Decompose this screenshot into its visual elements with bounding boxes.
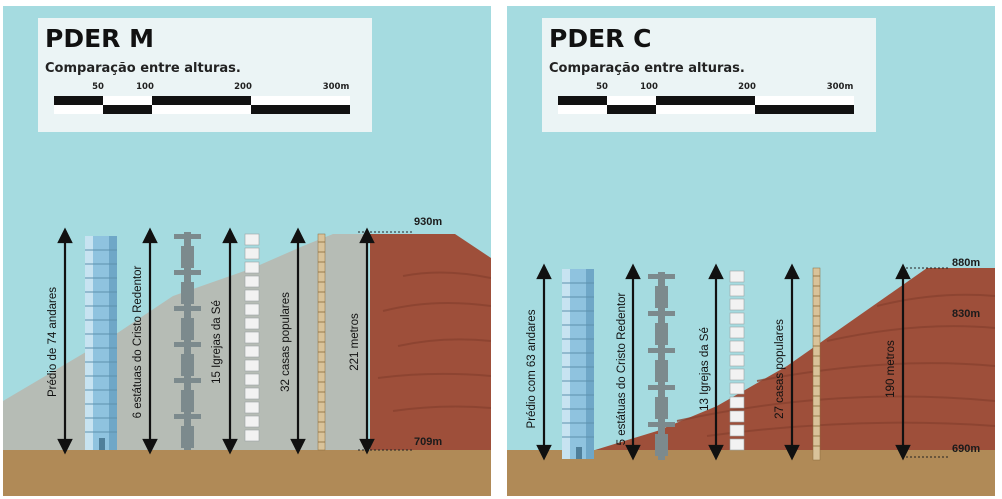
arrows-c	[536, 263, 911, 461]
churches-label: 15 Igrejas da Sé	[211, 300, 223, 384]
altitude-top-label: 930m	[414, 216, 443, 228]
panel-subtitle: Comparação entre alturas.	[549, 61, 745, 76]
panel-subtitle: Comparação entre alturas.	[45, 61, 241, 76]
scale-tick: 200	[234, 82, 252, 92]
meters-label: 190 metros	[885, 340, 897, 398]
meters-label: 221 metros	[349, 313, 361, 371]
house-stack-lines	[813, 275, 820, 447]
christ-statue-stack-icon	[174, 232, 201, 450]
building-icon	[562, 269, 594, 459]
brown-rock	[370, 234, 491, 450]
houses-label: 32 casas populares	[280, 292, 292, 392]
title-box: PDER M Comparação entre alturas. 50 100 …	[38, 18, 372, 132]
scale-tick: 50	[92, 82, 104, 92]
scale-tick: 300m	[322, 82, 350, 92]
scale-bar: 50 100 200 300m	[558, 82, 854, 126]
christ-label: 6 estátuas do Cristo Redentor	[132, 265, 144, 419]
panel-title: PDER M	[45, 24, 154, 53]
slope-strata	[676, 293, 995, 437]
houses-label: 27 casas populares	[774, 319, 786, 419]
church-stack-icon	[729, 270, 745, 451]
rock-strata	[377, 271, 491, 412]
scale-tick: 300m	[826, 82, 854, 92]
panel-title: PDER C	[549, 24, 652, 53]
building-icon	[85, 236, 117, 450]
scene-m	[3, 227, 491, 496]
brown-slope	[595, 268, 995, 450]
scale-bar: 50 100 200 300m	[54, 82, 350, 126]
scale-tick: 50	[596, 82, 608, 92]
ground	[3, 450, 491, 496]
scale-tick: 200	[738, 82, 756, 92]
arrows-m	[57, 227, 375, 455]
altitude-bottom-label: 690m	[952, 443, 981, 455]
title-box: PDER C Comparação entre alturas. 50 100 …	[542, 18, 876, 132]
scene-c	[507, 263, 995, 496]
building-label: Prédio com 63 andares	[526, 309, 538, 429]
building-label: Prédio de 74 andares	[47, 287, 59, 397]
scale-tick: 100	[640, 82, 658, 92]
christ-label: 5 estátuas do Cristo Redentor	[616, 292, 628, 446]
panel-pder-c: PDER C Comparação entre alturas. 50 100 …	[507, 6, 995, 496]
churches-label: 13 Igrejas da Sé	[699, 327, 711, 411]
altitude-bottom-label: 709m	[414, 436, 443, 448]
christ-statue-stack-icon	[648, 272, 675, 460]
altitude-top-label: 880m	[952, 257, 981, 269]
house-stack-icon	[812, 267, 821, 461]
scale-tick: 100	[136, 82, 154, 92]
panel-pder-m: PDER M Comparação entre alturas. 50 100 …	[3, 6, 491, 496]
church-stack-icon	[244, 233, 260, 442]
altitude-mid-label: 830m	[952, 308, 981, 320]
house-stack-lines	[318, 241, 325, 443]
